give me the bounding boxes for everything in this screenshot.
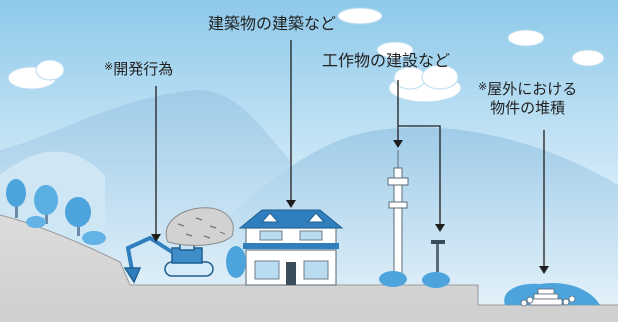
arrow-structure — [397, 80, 441, 226]
bush — [379, 271, 407, 287]
label-development: ※開発行為 — [104, 60, 173, 79]
label-outdoor-storage: ※屋外における物件の堆積 — [478, 80, 577, 118]
ground-edge — [0, 214, 618, 306]
ground — [0, 215, 618, 322]
tree-icon — [226, 246, 246, 278]
street-lamp-icon — [431, 240, 445, 280]
cloud-icon — [507, 29, 545, 47]
label-structure-construction: 工作物の建設など — [322, 51, 451, 70]
bush — [422, 272, 450, 288]
tree-icon — [6, 179, 26, 218]
tree-icon — [65, 197, 91, 236]
house-icon — [238, 209, 344, 286]
cloud-icon — [571, 49, 605, 67]
material-pile-icon — [504, 282, 600, 307]
tree-icon — [34, 185, 58, 224]
label-development-text: 開発行為 — [113, 60, 174, 78]
asterisk-mark: ※ — [478, 80, 488, 93]
bush — [26, 216, 46, 228]
cloud-icon — [376, 41, 414, 59]
label-building-construction: 建築物の建築など — [208, 14, 337, 33]
cloud-icon — [7, 59, 65, 90]
asterisk-mark: ※ — [104, 60, 114, 73]
excavator-icon — [123, 235, 214, 284]
label-outdoor-storage-line2: 物件の堆積 — [490, 98, 566, 117]
cloud-icon — [388, 64, 462, 103]
label-outdoor-storage-text1: 屋外における — [487, 80, 578, 98]
label-outdoor-storage-line1: ※屋外における — [478, 80, 577, 99]
dirt-pile-icon — [165, 207, 234, 246]
bush — [82, 231, 106, 245]
cloud-icon — [337, 7, 383, 25]
